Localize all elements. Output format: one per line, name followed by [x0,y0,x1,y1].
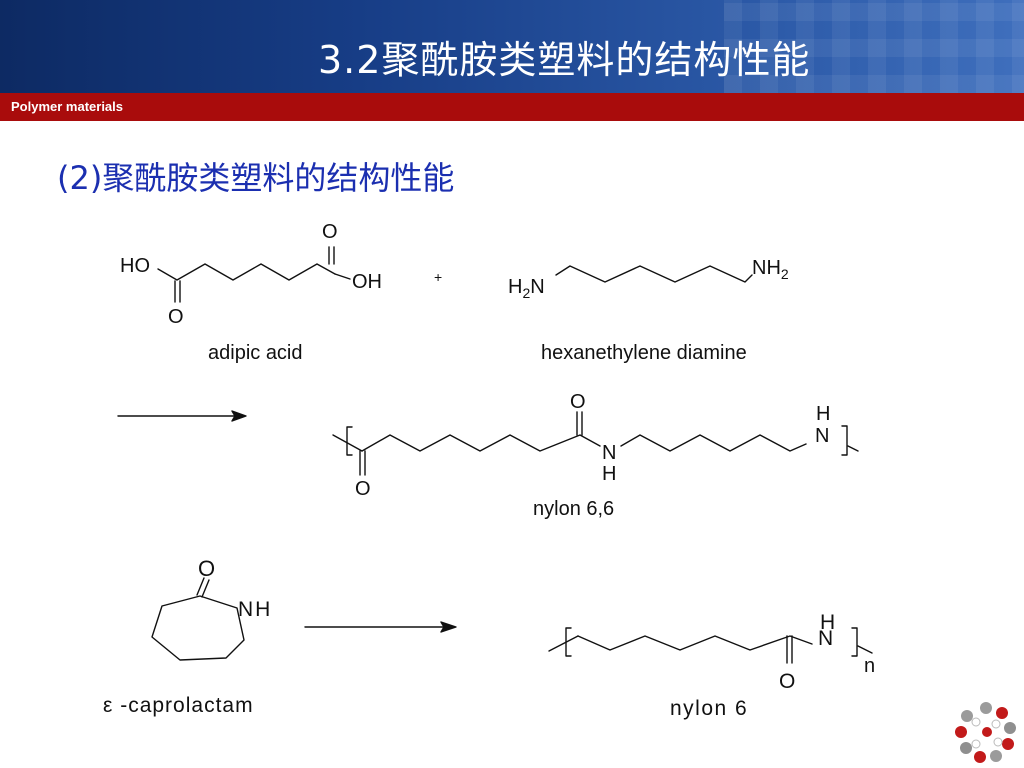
atom-h-amide: H [602,463,616,485]
atom-h-end: H [816,403,830,425]
nylon-6-structure [548,627,873,664]
hexamethylene-diamine-structure [555,265,753,283]
course-label: Polymer materials [11,99,124,114]
subtitle-band [0,93,1024,121]
nylon-6-6-structure [332,411,859,476]
atom-n-end: N [815,425,829,447]
diamine-label: hexanethylene diamine [541,342,747,364]
atom-nh-lactam: NH [238,598,272,621]
adipic-acid-label: adipic acid [208,342,303,364]
molecular-ring-icon [955,702,1016,763]
header-pattern [724,0,1024,93]
atom-o-nylon6: O [779,670,795,693]
atom-n-nylon6: N [818,627,833,650]
atom-nh2: NH2 [752,257,789,282]
atom-ho: HO [120,255,150,277]
reaction-arrow-1 [117,410,247,422]
atom-o-bottom: O [168,306,184,328]
adipic-acid-structure [157,246,351,303]
atom-o-top: O [322,221,338,243]
nylon-6-label: nylon 6 [670,697,748,720]
atom-n-amide: N [602,442,616,464]
nylon-66-label: nylon 6,6 [533,498,614,520]
section-title: (2)聚酰胺类塑料的结构性能 [57,159,455,197]
atom-oh: OH [352,271,382,293]
plus-sign: + [434,269,442,285]
atom-h-nylon6: H [820,611,835,634]
repeat-subscript-n: n [864,655,875,677]
atom-o-carbonyl: O [570,391,586,413]
header-bar: 3.2聚酰胺类塑料的结构性能 [0,0,1024,93]
caprolactam-label: ε -caprolactam [103,694,254,717]
atom-h2n: H2N [508,276,545,301]
caprolactam-ring [151,577,245,661]
atom-o-left: O [355,478,371,500]
slide-title: 3.2聚酰胺类塑料的结构性能 [318,38,811,82]
reaction-arrow-2 [304,621,457,633]
atom-o-lactam: O [198,556,215,581]
